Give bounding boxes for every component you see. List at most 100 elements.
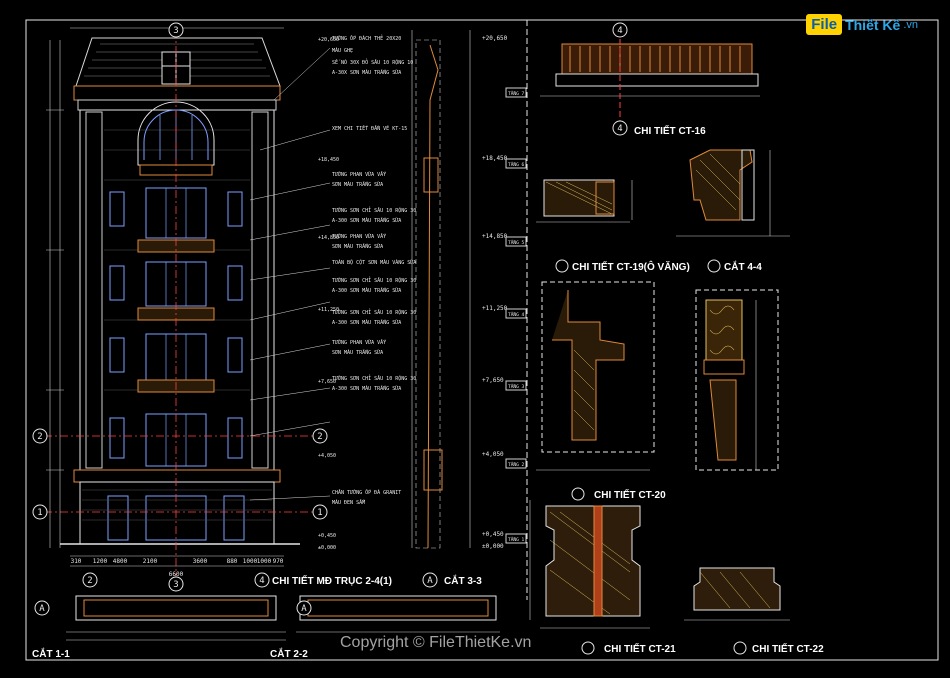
title-cat-11: CẮT 1-1 [32, 647, 70, 660]
floor-tag: TẦNG 5 [508, 239, 525, 246]
axis-label-a-plan22: A [301, 604, 307, 614]
dim-number: 880 [227, 558, 238, 565]
annotation-text: SƠN MÀU TRẮNG SỮA [332, 243, 383, 250]
dim-number: 4800 [113, 558, 128, 565]
annotation-text: CHÂN TƯỜNG ỐP ĐÁ GRANIT [332, 489, 401, 496]
level-mark-left: +18,450 [318, 157, 339, 163]
annotation-text: TƯỜNG PHAN VỮA VẤY [332, 339, 386, 346]
floor-tag: TẦNG 7 [508, 90, 525, 97]
level-mark-left: ±0,000 [318, 545, 336, 551]
plan-section-11 [66, 595, 286, 641]
copyright-watermark: Copyright © FileThietKe.vn [340, 634, 532, 651]
floor-tag-box [505, 87, 527, 98]
logo-domain: .vn [903, 18, 918, 31]
level-mark: +14,850 [482, 233, 508, 240]
annotation-text: A-300 SƠN MÀU TRẮNG SỮA [332, 319, 401, 326]
logo-text: Thiết Kế [845, 16, 901, 33]
level-markers: +20,650 +20,650 +18,450 +18,450 +14,850 +14,8… [318, 35, 527, 551]
annotation-text: TƯỜNG PHAN VỮA VẤY [332, 233, 386, 240]
annotation-text: TƯỜNG SƠN CHỈ SÂU 10 RỘNG 30 [332, 374, 416, 382]
annotation-text: SẾ NÓ 30X ĐỎ SÂU 10 RỘNG 10 [332, 58, 413, 66]
axis-label-4-bottom: 4 [259, 576, 264, 586]
title-ct20: CHI TIẾT CT-20 [594, 488, 666, 501]
title-ct21: CHI TIẾT CT-21 [604, 642, 676, 655]
annotation-text: SƠN MÀU TRẮNG SỮA [332, 181, 383, 188]
annotation-text: TƯỜNG PHAN VỮA VẤY [332, 171, 386, 178]
level-mark-left: +20,650 [318, 37, 339, 43]
dim-total: 6600 [169, 571, 184, 578]
detail-ct16 [540, 30, 760, 128]
axis-label-a-plan11: A [39, 604, 45, 614]
annotation-text: SƠN MÀU TRẮNG SỮA [332, 349, 383, 356]
level-mark-left: +4,050 [318, 453, 336, 459]
axis-label-4-ct16-bottom: 4 [617, 124, 622, 134]
level-mark: ±0,000 [482, 543, 504, 550]
floor-tag: TẦNG 1 [508, 536, 525, 543]
level-mark-left: +0,450 [318, 533, 336, 539]
title-markers [555, 259, 747, 655]
axis-label-2-left: 2 [37, 432, 42, 442]
axis-bubble-labels: 3 2 1 2 1 2 3 4 A 4 4 A A [37, 26, 622, 614]
annotation-text: A-300 SƠN MÀU TRẮNG SỮA [332, 287, 401, 294]
axis-label-3-top: 3 [173, 26, 178, 36]
axis-label-2-right: 2 [317, 432, 322, 442]
detail-ct21 [529, 500, 650, 629]
floor-tag: TẦNG 4 [508, 311, 525, 318]
axis-label-4-ct16-top: 4 [617, 26, 622, 36]
level-mark: +7,650 [482, 377, 504, 384]
annotation-text: A-300 SƠN MÀU TRẮNG SỮA [332, 385, 401, 392]
detail-capital [695, 289, 779, 471]
detail-ct22 [684, 567, 790, 621]
level-mark-left: +7,650 [318, 379, 336, 385]
axis-label-2-bottom: 2 [87, 576, 92, 586]
detail-44 [676, 149, 790, 237]
level-mark: +4,050 [482, 451, 504, 458]
dim-number: 310 [71, 558, 82, 565]
annotation-text: TƯỜNG SƠN CHỈ SÂU 10 RỘNG 30 [332, 276, 416, 284]
plan-section-22 [296, 595, 500, 633]
annotation-text: A-30X SƠN MÀU TRẮNG SỮA [332, 69, 401, 76]
floor-tag-box [505, 380, 527, 391]
axis-bubbles [32, 22, 628, 616]
level-mark-left: +11,250 [318, 307, 339, 313]
level-mark: +18,450 [482, 155, 508, 162]
floor-tag-box [505, 236, 527, 247]
dim-number: 970 [273, 558, 284, 565]
dim-number: 1000 [243, 558, 258, 565]
level-mark-left: +14,850 [318, 235, 339, 241]
facade-elevation [44, 30, 320, 580]
leader-lines [249, 47, 331, 501]
annotation-text: TƯỜNG SƠN CHỈ SÂU 10 RỘNG 30 [332, 308, 416, 316]
level-mark: +20,650 [482, 35, 508, 42]
annotation-text: TOÀN BỘ CỘT SƠN MÀU VÀNG SỮA [332, 258, 416, 266]
axis-label-3-bottom: 3 [173, 580, 178, 590]
axis-label-1-right: 1 [317, 508, 322, 518]
annotation-text: TƯỜNG SƠN CHỈ SÂU 10 RỘNG 30 [332, 206, 416, 214]
floor-tag: TẦNG 2 [508, 461, 525, 468]
section-33-profile [423, 44, 443, 549]
annotation-text: TƯỜNG ỐP ĐÁCH THẺ 20X20 [332, 34, 401, 42]
sheet-frame [25, 19, 939, 661]
dim-number: 1000 [257, 558, 272, 565]
title-cat-22: CẮT 2-2 [270, 647, 308, 660]
dim-number: 3600 [193, 558, 208, 565]
dim-number: 2100 [143, 558, 158, 565]
title-cat-33: CẮT 3-3 [444, 574, 482, 587]
floor-tag-box [505, 308, 527, 319]
floor-tag: TẦNG 6 [508, 161, 525, 168]
title-chi-tiet-md: CHI TIẾT MĐ TRỤC 2-4(1) [272, 574, 392, 587]
logo-box: File [806, 14, 843, 35]
floor-tag-box [505, 533, 527, 544]
floor-tag: TẦNG 3 [508, 383, 525, 390]
detail-ct19 [536, 281, 655, 471]
floor-tag-box [505, 458, 527, 469]
title-ct16: CHI TIẾT CT-16 [634, 124, 706, 137]
title-cat-44: CẮT 4-4 [724, 260, 762, 273]
section-titles: CHI TIẾT MĐ TRỤC 2-4(1) CẮT 3-3 CẮT 1-1 … [32, 124, 824, 660]
axis-label-1-left: 1 [37, 508, 42, 518]
annotation-text: A-300 SƠN MÀU TRẮNG SỮA [332, 217, 401, 224]
title-ct22: CHI TIẾT CT-22 [752, 642, 824, 655]
